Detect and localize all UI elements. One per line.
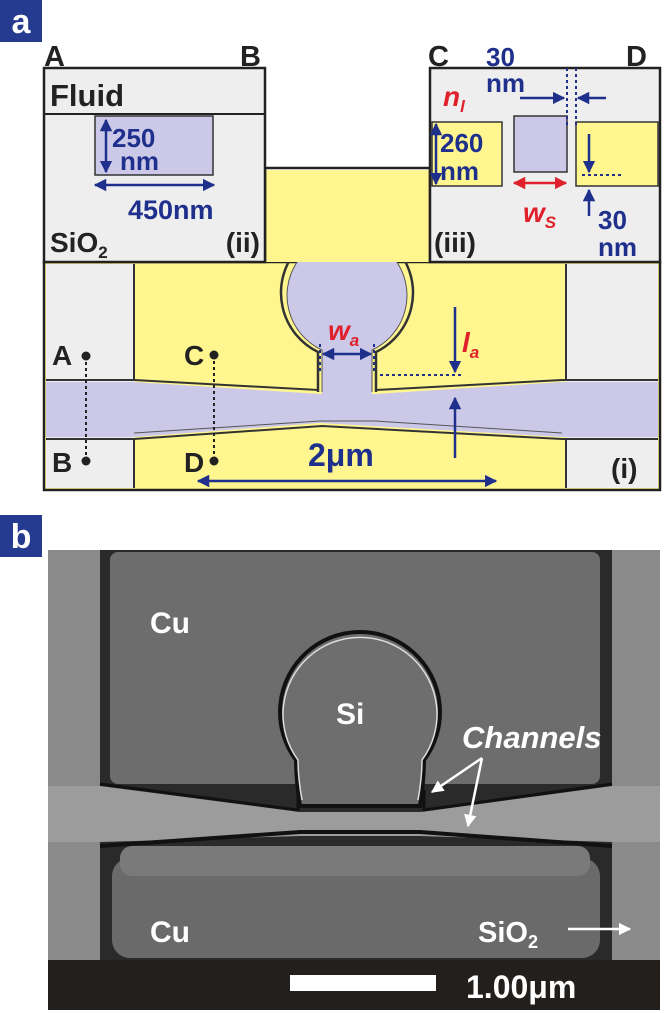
- inset-iii-30-bot-value: 30: [598, 205, 627, 235]
- sem-channels-arrow-1: [430, 756, 483, 794]
- inset-ii-fluid-label: Fluid: [50, 78, 124, 113]
- panel-b-tag: b: [11, 518, 32, 556]
- inset-iii-cu-left: [431, 121, 503, 187]
- length-label: 2μm: [308, 437, 374, 473]
- inset-iii-30-bot-unit: nm: [598, 232, 637, 262]
- inset-iii-roman: (iii): [434, 227, 476, 258]
- inset-ii-250-value: 250: [112, 123, 155, 153]
- oxide-top-left: [46, 264, 134, 382]
- point-c-top: C: [428, 41, 449, 73]
- channel-lower-inner: [133, 420, 563, 434]
- wa-label: wa: [328, 315, 359, 350]
- point-d-top: D: [626, 41, 647, 73]
- inset-iii-260-unit: nm: [440, 156, 479, 186]
- point-c-cut: C: [184, 340, 204, 371]
- sem-cu-bottom: [112, 858, 600, 958]
- sem-channel-upper-r: [422, 782, 613, 812]
- inset-ii-si-block: [94, 115, 214, 176]
- point-b-cut: B: [52, 447, 72, 478]
- panel-b-tag-bg: [0, 515, 42, 557]
- panel-a: a Fluid SiO2 (ii) 250: [0, 0, 662, 492]
- scale-label: 1.00μm: [466, 969, 576, 1005]
- inset-ii-450-label: 450nm: [128, 195, 214, 225]
- inset-iii-si-block: [513, 115, 568, 173]
- sem-channels-label: Channels: [462, 720, 602, 755]
- sem-disk-rim: [282, 636, 438, 801]
- sem-cu-top-label: Cu: [150, 607, 190, 640]
- cu-plateau: [265, 170, 430, 262]
- la-label: la: [462, 327, 479, 362]
- sem-oxide-label: SiO2: [478, 917, 538, 952]
- panel-b: b Cu Si Channels Cu SiO2 1.00μm: [0, 515, 660, 1010]
- inset-iii-n-label: nl: [443, 81, 466, 116]
- sem-channels-arrow-2: [464, 757, 484, 828]
- channel-lower: [46, 424, 658, 440]
- sem-disk: [278, 630, 442, 808]
- dot-b: [81, 456, 91, 466]
- sem-oxide-right: [612, 550, 660, 960]
- inset-iii-30-top-value: 30: [486, 42, 515, 72]
- sem-channel-lower: [99, 830, 613, 848]
- sem-cu-bottom-label: Cu: [150, 916, 190, 949]
- point-a-top: A: [44, 41, 65, 73]
- roman-i: (i): [611, 453, 637, 484]
- silicon-disk: [287, 235, 407, 394]
- sem-cu-bottom-lip: [120, 846, 590, 876]
- point-b-top: B: [240, 41, 261, 73]
- inset-iii-260-value: 260: [440, 128, 483, 158]
- panel-a-tag: a: [12, 3, 32, 41]
- inset-iii-ws-label: wS: [523, 197, 557, 232]
- oxide-top-right: [566, 264, 658, 382]
- inset-ii-oxide-label: SiO2: [50, 227, 108, 262]
- scale-bar: [290, 975, 436, 991]
- inset-ii-roman: (ii): [226, 227, 260, 258]
- dot-d: [209, 456, 219, 466]
- point-d-cut: D: [184, 447, 204, 478]
- inset-ii-250-unit: nm: [120, 146, 159, 176]
- sem-waveguide: [48, 786, 660, 842]
- sem-oxide-left: [48, 550, 100, 960]
- point-a-cut: A: [52, 340, 72, 371]
- inset-iii-30-top-unit: nm: [486, 68, 525, 98]
- silicon-waveguide: [46, 382, 658, 437]
- panel-a-tag-bg: [0, 0, 42, 42]
- oxide-bottom-right: [566, 437, 658, 488]
- sem-si-label: Si: [336, 698, 364, 731]
